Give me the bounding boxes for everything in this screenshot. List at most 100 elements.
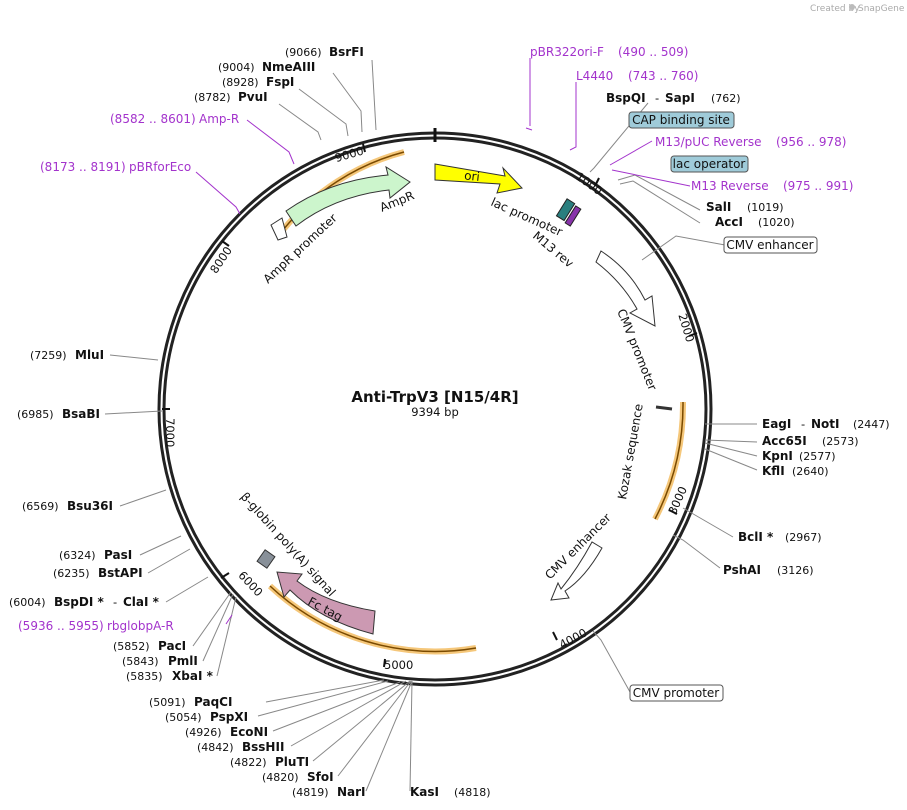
site-pasi[interactable]: (6324) PasI [59,548,132,562]
svg-text:(5054): (5054) [165,711,202,724]
primer-m13-reverse[interactable]: M13 Reverse (975 .. 991) [691,179,853,193]
lac-feature-group [555,198,582,227]
site-bspdi-clai[interactable]: (6004) BspDI * - ClaI * [9,595,160,609]
site-nmeaiii[interactable]: (9004) NmeAIII [218,60,315,74]
plasmid-name: Anti-TrpV3 [N15/4R] [351,388,518,406]
tick-7000: 7000 [163,418,177,447]
primer-m13-puc-reverse[interactable]: M13/pUC Reverse (956 .. 978) [655,135,846,149]
svg-text:(762): (762) [711,92,741,105]
lac-operator-box[interactable]: lac operator [670,155,749,173]
svg-text:KasI: KasI [410,785,439,799]
site-acci[interactable]: AccI (1020) [715,215,795,229]
primer-lines [195,58,691,625]
site-pmli[interactable]: (5843) PmlI [122,654,198,668]
feature-cmv-promoter [595,250,656,327]
cmv-promoter-box[interactable]: CMV promoter [629,684,724,702]
svg-text:(5835): (5835) [126,670,163,683]
tick-8000-mark [221,240,230,247]
svg-text:(743 .. 760): (743 .. 760) [628,69,698,83]
svg-text:XbaI *: XbaI * [172,669,214,683]
site-bsshii[interactable]: (4842) BssHII [197,740,284,754]
site-kasi[interactable]: KasI (4818) [410,785,491,799]
leader-lines [104,59,758,792]
brand-name: SnapGene [858,4,905,14]
ampr-promoter-arrow [270,217,288,241]
svg-text:(6569): (6569) [22,500,59,513]
svg-text:(2967): (2967) [785,531,822,544]
site-kfli[interactable]: KflI (2640) [762,464,829,478]
svg-text:(8782): (8782) [194,91,231,104]
svg-text:rbglobpA-R: rbglobpA-R [107,619,174,633]
svg-text:BspQI: BspQI [606,91,646,105]
svg-text:(2447): (2447) [853,418,890,431]
svg-text:(7259): (7259) [30,349,67,362]
svg-text:CMV enhancer: CMV enhancer [726,238,813,252]
site-acc65i[interactable]: Acc65I (2573) [762,434,859,448]
svg-text:(6324): (6324) [59,549,96,562]
svg-text:BstAPI: BstAPI [98,566,143,580]
site-bsu36i[interactable]: (6569) Bsu36I [22,499,113,513]
site-kpni[interactable]: KpnI (2577) [762,449,836,463]
site-sali[interactable]: SalI (1019) [706,200,784,214]
site-xbai[interactable]: (5835) XbaI * [126,669,214,683]
site-nari[interactable]: (4819) NarI [292,785,366,799]
bglobin-mark [256,549,276,569]
svg-text:BsaBI: BsaBI [62,407,100,421]
site-bsrfi[interactable]: (9066) BsrFI [285,45,364,59]
site-paci[interactable]: (5852) PacI [113,639,186,653]
site-bcli[interactable]: BclI * (2967) [738,530,822,544]
site-bspqi-sapi[interactable]: BspQI - SapI (762) [606,91,741,105]
svg-text:(4926): (4926) [185,726,222,739]
tick-9000-mark [362,143,366,153]
svg-text:MluI: MluI [75,348,104,362]
ori-label: ori [464,168,481,184]
primer-rbglobpa-r[interactable]: (5936 .. 5955) rbglobpA-R [18,619,174,633]
svg-text:PasI: PasI [104,548,132,562]
site-paqci[interactable]: (5091) PaqCI [149,695,232,709]
site-sfoi[interactable]: (4820) SfoI [262,770,334,784]
cmv-enhancer-box[interactable]: CMV enhancer [723,236,818,254]
svg-text:M13/pUC Reverse: M13/pUC Reverse [655,135,762,149]
primer-pbr322ori-f[interactable]: pBR322ori-F (490 .. 509) [530,45,688,59]
site-bstapi[interactable]: (6235) BstAPI [53,566,143,580]
primer-l4440[interactable]: L4440 (743 .. 760) [576,69,698,83]
svg-text:NotI: NotI [811,417,840,431]
svg-text:(2573): (2573) [822,435,859,448]
site-econi[interactable]: (4926) EcoNI [185,725,268,739]
site-bsabi[interactable]: (6985) BsaBI [17,407,100,421]
site-pluti[interactable]: (4822) PluTI [230,755,309,769]
site-pshai[interactable]: PshAI (3126) [723,563,814,577]
snapgene-logo-icon [849,4,855,10]
svg-text:PspXI: PspXI [210,710,248,724]
svg-text:(1019): (1019) [747,201,784,214]
site-eagi-noti[interactable]: EagI - NotI (2447) [762,417,890,431]
site-pspxi[interactable]: (5054) PspXI [165,710,248,724]
svg-text:(8173 .. 8191): (8173 .. 8191) [40,160,126,174]
cap-binding-site-box[interactable]: CAP binding site [628,111,735,129]
primer-amp-r[interactable]: (8582 .. 8601) Amp-R [110,112,239,126]
kozak-mark [655,405,673,411]
svg-text:KpnI: KpnI [762,449,793,463]
svg-text:(4818): (4818) [454,786,491,799]
svg-text:SapI: SapI [665,91,695,105]
primer-pbrforeco[interactable]: (8173 .. 8191) pBRforEco [40,160,191,174]
svg-text:BspDI *: BspDI * [54,595,104,609]
lac-promoter-label: lac promoter [489,195,565,239]
svg-text:PluTI: PluTI [275,755,309,769]
svg-text:(9004): (9004) [218,61,255,74]
site-fspi[interactable]: (8928) FspI [222,75,294,89]
tick-3000-mark [668,509,678,515]
site-mlui[interactable]: (7259) MluI [30,348,104,362]
svg-text:(8928): (8928) [222,76,259,89]
svg-text:(490 .. 509): (490 .. 509) [618,45,688,59]
svg-text:NmeAIII: NmeAIII [262,60,315,74]
svg-text:(8582 .. 8601): (8582 .. 8601) [110,112,196,126]
svg-text:(5843): (5843) [122,655,159,668]
site-pvui[interactable]: (8782) PvuI [194,90,268,104]
svg-text:EagI: EagI [762,417,791,431]
svg-text:Amp-R: Amp-R [199,112,239,126]
svg-text:(5936 .. 5955): (5936 .. 5955) [18,619,104,633]
svg-text:CAP binding site: CAP binding site [632,113,730,127]
svg-text:BsrFI: BsrFI [329,45,364,59]
svg-text:L4440: L4440 [576,69,613,83]
